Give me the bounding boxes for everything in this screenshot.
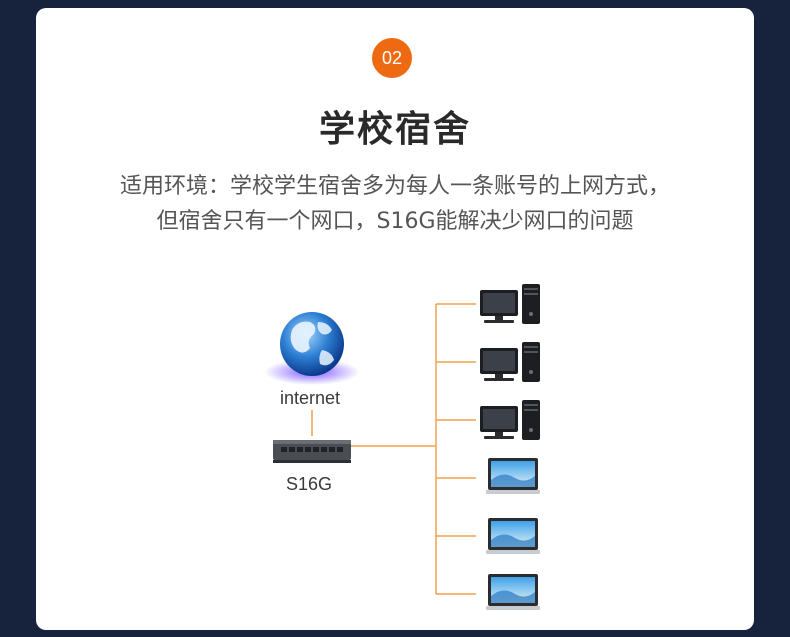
switch-label: S16G <box>286 474 333 494</box>
desktop-computer-icon <box>480 342 540 382</box>
laptop-icon <box>486 574 540 610</box>
internet-label: internet <box>280 388 341 408</box>
client-connectors <box>351 303 476 595</box>
step-badge: 02 <box>372 38 412 78</box>
desktop-computer-icon <box>480 400 540 440</box>
description-line-1: 适用环境：学校学生宿舍多为每人一条账号的上网方式， <box>119 174 670 199</box>
laptop-icon <box>486 518 540 554</box>
content-card <box>36 8 754 630</box>
desktop-computer-icon <box>480 284 540 324</box>
laptop-icon <box>486 458 540 494</box>
section-title: 学校宿舍 <box>318 109 471 150</box>
globe-icon <box>264 312 360 385</box>
switch-icon <box>273 440 351 463</box>
description-line-2: 但宿舍只有一个网口，S16G能解决少网口的问题 <box>156 209 634 234</box>
